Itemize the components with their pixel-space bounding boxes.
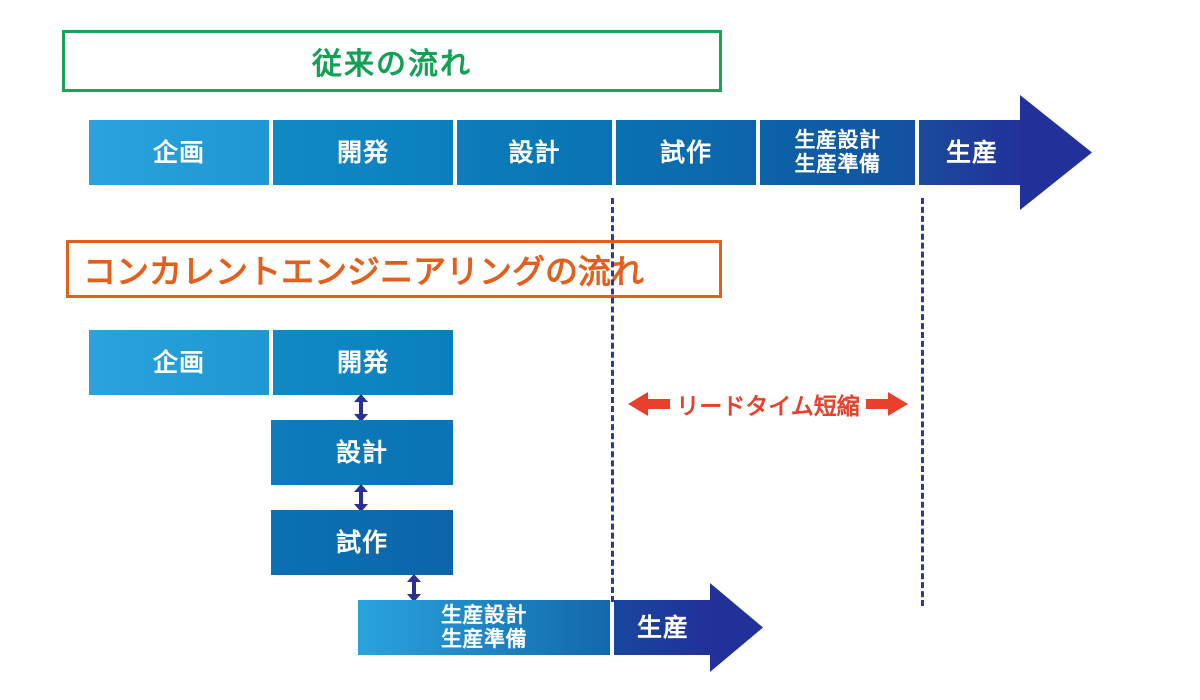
concurrent-stage-sekkei-label: 設計 bbox=[335, 438, 388, 467]
traditional-stage-shisaku-label: 試作 bbox=[659, 138, 712, 167]
concurrent-stage-seisan-label: 生産 bbox=[636, 613, 689, 642]
right-arrow-icon bbox=[865, 392, 908, 416]
traditional-stage-shisaku[interactable]: 試作 bbox=[616, 120, 756, 185]
traditional-stage-kaihatsu[interactable]: 開発 bbox=[273, 120, 453, 185]
concurrent-stage-kaihatsu[interactable]: 開発 bbox=[273, 330, 453, 395]
concurrent-stage-kikaku[interactable]: 企画 bbox=[89, 330, 269, 395]
traditional-stage-kikaku[interactable]: 企画 bbox=[89, 120, 269, 185]
lead-time-reduction-annotation: リードタイム短縮 bbox=[612, 384, 924, 424]
lead-time-guide-left bbox=[611, 198, 614, 602]
concurrent-stage-shisaku[interactable]: 試作 bbox=[271, 510, 453, 575]
concurrent-stage-seisan[interactable]: 生産 bbox=[614, 600, 712, 655]
traditional-flow-title-text: 従来の流れ bbox=[312, 48, 472, 81]
connector-arrow-shisaku-seisansekkei bbox=[407, 574, 421, 602]
traditional-stage-sekkei[interactable]: 設計 bbox=[457, 120, 612, 185]
connector-arrow-sekkei-shisaku bbox=[354, 484, 368, 512]
concurrent-stage-kaihatsu-label: 開発 bbox=[336, 348, 389, 377]
concurrent-stage-shisaku-label: 試作 bbox=[335, 528, 388, 557]
traditional-stage-seisansekkei[interactable]: 生産設計 生産準備 bbox=[760, 120, 915, 185]
concurrent-stage-seisansekkei-label: 生産設計 生産準備 bbox=[441, 603, 527, 651]
traditional-flow-title-box: 従来の流れ bbox=[62, 30, 722, 92]
left-arrow-icon bbox=[628, 392, 671, 416]
lead-time-reduction-label: リードタイム短縮 bbox=[676, 393, 860, 419]
traditional-arrow-head-shape bbox=[1020, 95, 1092, 210]
traditional-stage-sekkei-label: 設計 bbox=[508, 138, 561, 167]
traditional-flow-arrow: 企画 開発 設計 試作 生産設計 生産準備 生産 bbox=[0, 0, 1200, 260]
traditional-stage-kikaku-label: 企画 bbox=[152, 138, 205, 167]
lead-time-guide-right bbox=[921, 198, 924, 606]
traditional-stage-seisansekkei-label: 生産設計 生産準備 bbox=[794, 128, 881, 176]
traditional-stage-seisan-label: 生産 bbox=[945, 138, 998, 167]
concurrent-stage-seisansekkei[interactable]: 生産設計 生産準備 bbox=[358, 600, 610, 655]
traditional-stage-seisan[interactable]: 生産 bbox=[919, 120, 1025, 185]
concurrent-stage-sekkei[interactable]: 設計 bbox=[271, 420, 453, 485]
traditional-stage-kaihatsu-label: 開発 bbox=[336, 138, 389, 167]
concurrent-flow-title-text: コンカレントエンジニアリングの流れ bbox=[83, 253, 644, 290]
connector-arrow-kaihatsu-sekkei bbox=[354, 394, 368, 422]
concurrent-stage-kikaku-label: 企画 bbox=[152, 348, 205, 377]
